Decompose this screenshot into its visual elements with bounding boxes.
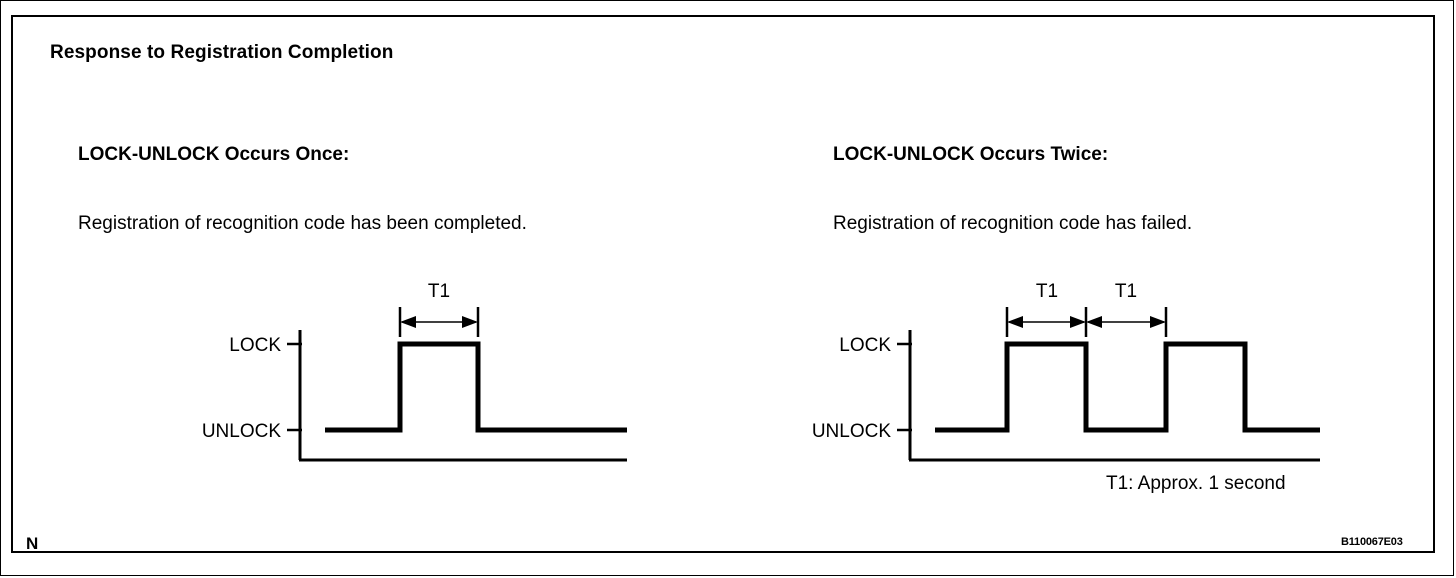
figure-reference-code: B110067E03 xyxy=(1341,536,1403,548)
column-description-twice: Registration of recognition code has fai… xyxy=(833,213,1193,234)
column-heading-once: LOCK-UNLOCK Occurs Once: xyxy=(78,144,350,165)
waveform-svg-once: LOCK UNLOCK T1 xyxy=(202,281,627,462)
level-label-unlock-once: UNLOCK xyxy=(202,421,282,442)
column-heading-twice: LOCK-UNLOCK Occurs Twice: xyxy=(833,144,1109,165)
dimension-t1-once xyxy=(398,307,480,337)
dimension-label-t1-second: T1 xyxy=(1115,281,1137,302)
corner-marker: N xyxy=(26,534,39,553)
dimension-label-t1-first: T1 xyxy=(1036,281,1058,302)
dimension-t1-second xyxy=(1086,307,1168,337)
signal-trace-twice xyxy=(935,341,1320,433)
axis-group-once xyxy=(287,330,627,462)
timing-note: T1: Approx. 1 second xyxy=(1106,473,1286,494)
column-description-once: Registration of recognition code has bee… xyxy=(78,213,527,234)
inner-border xyxy=(11,15,1435,553)
level-label-unlock-twice: UNLOCK xyxy=(812,421,892,442)
waveform-svg-twice: LOCK UNLOCK T1 T1 xyxy=(812,281,1320,462)
waveform-chart-once: LOCK UNLOCK T1 xyxy=(150,265,650,485)
level-label-lock-twice: LOCK xyxy=(839,335,891,356)
waveform-chart-twice: LOCK UNLOCK T1 T1 xyxy=(760,265,1340,485)
signal-trace-once xyxy=(325,341,627,433)
page-title: Response to Registration Completion xyxy=(50,42,394,63)
dimension-label-t1-once: T1 xyxy=(428,281,450,302)
level-label-lock-once: LOCK xyxy=(229,335,281,356)
axis-group-twice xyxy=(897,330,1320,462)
dimension-t1-first xyxy=(1005,307,1088,337)
